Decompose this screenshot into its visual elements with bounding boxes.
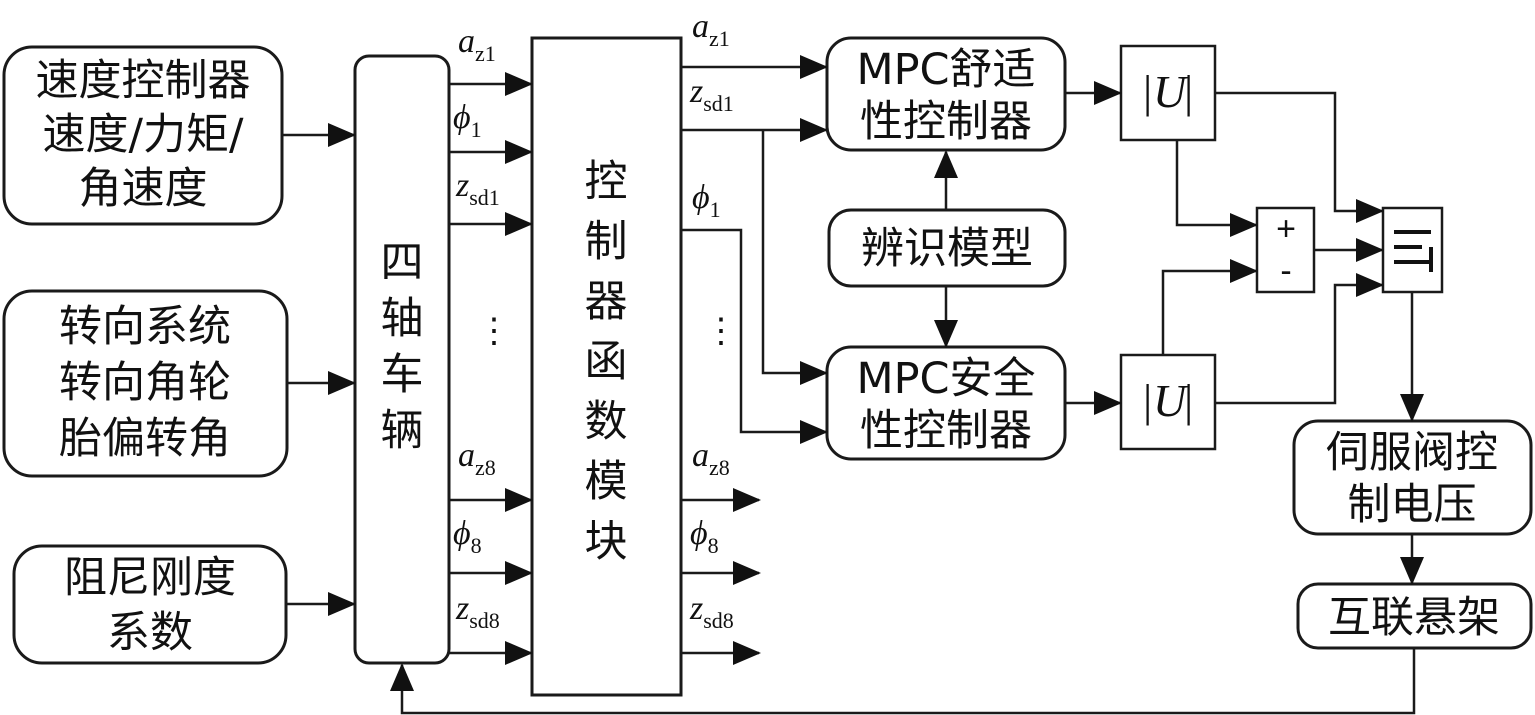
servo-voltage-line-2: 制电压 [1348,480,1477,530]
signal-phi1-right: ϕ1 [692,179,721,222]
speed-controller-line-2: 速度/力矩/ [43,110,244,160]
controller-function-char-7: 块 [585,517,628,567]
vehicle-char-1: 四 [381,238,424,288]
abs-comfort-bar-left: | [1143,66,1152,117]
vehicle-char-2: 轴 [381,294,424,344]
signal-az1-left: az1 [458,23,496,66]
abs-safety-bar-left: | [1143,375,1152,426]
speed-controller-block[interactable]: 速度控制器 速度/力矩/ 角速度 [2,45,284,226]
abs-safety-bar-right: | [1184,375,1193,426]
controller-function-char-5: 数 [585,397,628,447]
signal-az8-left: az8 [458,437,496,480]
damping-stiffness-line-2: 系数 [107,608,193,658]
signal-labels: az1 ϕ1 zsd1 ⋮ az8 ϕ8 zsd8 az1 zsd1 ϕ1 ⋮ … [453,8,738,633]
sum-minus-sign: - [1280,252,1291,290]
identification-model-block[interactable]: 辨识模型 [827,208,1067,288]
signal-phi1-left: ϕ1 [453,99,482,142]
mpc-comfort-line-2: 性控制器 [860,97,1032,147]
speed-controller-line-1: 速度控制器 [36,56,251,106]
mpc-comfort-controller-block[interactable]: MPC舒适 性控制器 [825,36,1067,152]
controller-function-char-6: 模 [585,457,628,507]
steering-system-line-1: 转向系统 [59,302,231,352]
interconnected-suspension-label: 互联悬架 [1328,593,1500,643]
abs-safety-symbol: U [1153,375,1189,426]
damping-stiffness-block[interactable]: 阻尼刚度 系数 [12,544,288,665]
signal-az8-right: az8 [692,437,730,480]
controller-function-char-4: 函 [585,337,628,387]
abs-safety-block[interactable]: | U | [1119,353,1217,451]
servo-valve-voltage-block[interactable]: 伺服阀控 制电压 [1292,419,1533,536]
interconnected-suspension-block[interactable]: 互联悬架 [1296,582,1533,650]
controller-function-char-3: 器 [585,277,628,327]
signal-zsd1-left: zsd1 [455,167,500,210]
steering-system-block[interactable]: 转向系统 转向角轮 胎偏转角 [2,289,289,478]
signal-az1-right: az1 [692,8,730,51]
steering-system-line-2: 转向角轮 [59,358,231,408]
four-axle-vehicle-block[interactable]: 四 轴 车 辆 [353,54,451,665]
vehicle-char-3: 车 [381,350,424,400]
mpc-comfort-line-1: MPC舒适 [856,45,1035,95]
mpc-safety-line-2: 性控制器 [860,406,1032,456]
connectors [282,55,1424,715]
controller-function-char-2: 制 [585,217,628,267]
abs-comfort-bar-right: | [1184,66,1193,117]
steering-system-line-3: 胎偏转角 [59,414,231,464]
servo-voltage-line-1: 伺服阀控 [1326,428,1498,478]
mpc-safety-line-1: MPC安全 [856,354,1035,404]
identification-model-label: 辨识模型 [861,224,1033,274]
controller-function-char-1: 控 [585,157,628,207]
vehicle-char-4: 辆 [381,406,424,456]
sum-plus-sign: + [1276,210,1296,248]
selector-switch-block[interactable] [1381,206,1444,294]
signal-zsd8-left: zsd8 [455,590,500,633]
signal-ellipsis-left: ⋮ [477,313,511,350]
switch-icon [1394,230,1433,272]
sum-block[interactable]: + - [1255,206,1316,294]
abs-comfort-block[interactable]: | U | [1119,44,1217,142]
signal-ellipsis-right: ⋮ [704,313,738,350]
signal-phi8-right: ϕ8 [690,515,719,558]
signal-zsd1-right: zsd1 [689,73,734,116]
speed-controller-line-3: 角速度 [79,164,208,214]
signal-zsd8-right: zsd8 [689,590,734,633]
damping-stiffness-line-1: 阻尼刚度 [64,553,236,603]
signal-phi8-left: ϕ8 [453,515,482,558]
controller-function-module-block[interactable]: 控 制 器 函 数 模 块 [530,36,683,697]
mpc-safety-controller-block[interactable]: MPC安全 性控制器 [825,345,1067,461]
abs-comfort-symbol: U [1153,66,1189,117]
